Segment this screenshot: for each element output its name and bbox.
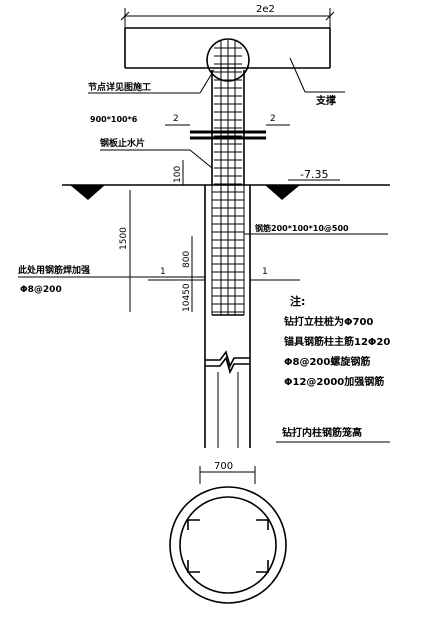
section-mark-right: 1 <box>262 267 268 277</box>
height-1500-label: 1500 <box>119 227 129 250</box>
elevation-label: -7.35 <box>300 168 328 181</box>
note-item-4: Φ12@2000加强钢筋 <box>284 375 384 388</box>
pile-diameter-label: 700 <box>214 461 233 472</box>
column-upper <box>211 40 245 315</box>
rebar-group: 钢筋200*100*10@500 <box>244 223 388 235</box>
cross-section-dimension: 700 <box>199 461 256 484</box>
note-item-1: 钻打立柱桩为Φ700 <box>284 315 373 328</box>
section-mark-1: 1 1 <box>148 267 300 281</box>
dim-800-group: 800 10450 <box>182 236 193 312</box>
weld-reinf-group: 此处用钢筋焊加强 Φ8@200 <box>18 264 205 295</box>
weld-reinf-spec-label: Φ8@200 <box>20 285 62 295</box>
svg-text:2: 2 <box>270 114 276 124</box>
waterstop-plates <box>190 130 266 140</box>
brace-label: 支撑 <box>315 94 336 107</box>
brace-group: 支撑 <box>289 57 345 107</box>
height-800-label: 800 <box>182 251 192 268</box>
svg-text:2: 2 <box>173 114 179 124</box>
height-100-label: 100 <box>173 166 183 183</box>
notes-title: 注: <box>290 294 305 308</box>
plate-group: 900*100*6 钢板止水片 <box>90 115 213 169</box>
plate-label: 900*100*6 <box>90 115 138 124</box>
section-mark-2: 2 2 <box>165 114 290 126</box>
node-note-label: 节点详见图施工 <box>88 81 151 93</box>
column-ties <box>212 47 244 313</box>
ground-line <box>62 179 390 200</box>
top-width-label: 2e2 <box>256 4 275 15</box>
dim-1500-group: 1500 <box>119 190 131 312</box>
rebar-label: 钢筋200*100*10@500 <box>255 223 349 233</box>
height-10450-label: 10450 <box>182 283 192 312</box>
bottom-title-group: 钻打内柱钢筋笼高 <box>276 426 390 443</box>
notes-block: 注: 钻打立柱桩为Φ700 锚具钢筋柱主筋12Φ20 Φ8@200螺旋钢筋 Φ1… <box>284 294 390 388</box>
bottom-title: 钻打内柱钢筋笼高 <box>282 426 362 439</box>
section-mark-left: 1 <box>160 267 166 277</box>
cross-section <box>169 486 287 604</box>
waterstop-label: 钢板止水片 <box>100 137 145 149</box>
node-note-group: 节点详见图施工 <box>88 69 215 94</box>
top-dimension: 2e2 <box>120 4 335 28</box>
weld-reinf-label: 此处用钢筋焊加强 <box>18 264 90 276</box>
dim-100-group: 100 <box>173 160 184 185</box>
note-item-3: Φ8@200螺旋钢筋 <box>284 355 370 368</box>
note-item-2: 锚具钢筋柱主筋12Φ20 <box>284 335 390 348</box>
pile-body <box>204 185 251 448</box>
